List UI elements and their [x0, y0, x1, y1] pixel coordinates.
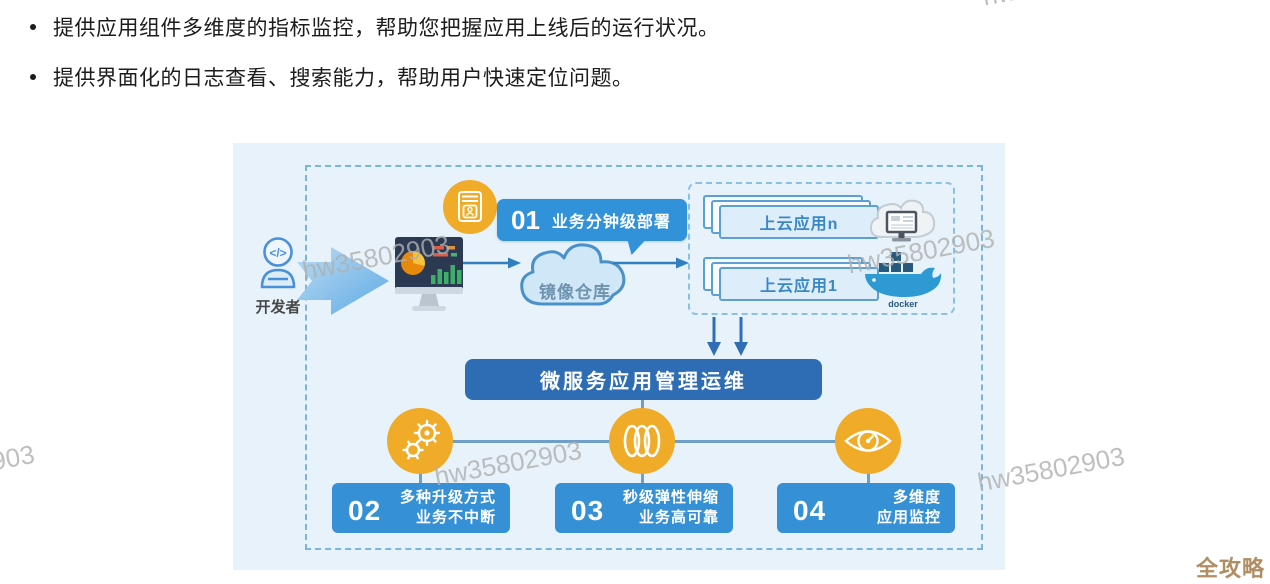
bullet-item: 提供界面化的日志查看、搜索能力，帮助用户快速定位问题。 — [30, 62, 1020, 92]
cloud-monitor-icon — [867, 196, 937, 257]
feature-box-upgrade: 02 多种升级方式 业务不中断 — [332, 483, 510, 533]
app-stack-1: 上云应用1 — [703, 257, 883, 305]
feature-line2: 应用监控 — [876, 509, 941, 526]
connector-line — [419, 472, 422, 485]
developer-figure: </> 开发者 — [243, 235, 313, 317]
eye-gauge-icon — [835, 408, 901, 474]
strategy-badge: 全攻略 — [1196, 556, 1266, 581]
feature-number: 04 — [793, 495, 827, 526]
connector-line — [867, 472, 870, 485]
bullet-dot — [30, 24, 36, 31]
big-right-arrow-icon — [297, 245, 393, 322]
step1-number: 01 — [511, 204, 540, 235]
connector-line — [641, 472, 644, 485]
app-stack-n: 上云应用n — [703, 195, 883, 243]
svg-text:</>: </> — [269, 246, 286, 260]
spring-icon — [609, 408, 675, 474]
feature-line2: 业务不中断 — [415, 509, 496, 526]
docker-icon: docker — [861, 251, 945, 314]
feature-line1: 秒级弹性伸缩 — [622, 489, 719, 506]
feature-box-scaling: 03 秒级弹性伸缩 业务高可靠 — [555, 483, 733, 533]
watermark: hw35802903 — [980, 0, 1132, 12]
docker-label: docker — [888, 299, 918, 309]
bullet-dot — [30, 74, 36, 81]
developer-icon: </> — [253, 237, 303, 293]
bullet-text: 提供应用组件多维度的指标监控，帮助您把握应用上线后的运行状况。 — [53, 17, 720, 40]
down-arrows-icon — [705, 317, 751, 362]
step1-label: 业务分钟级部署 — [551, 214, 671, 231]
cloud-apps-group: 上云应用n 上云应用1 — [688, 182, 955, 315]
diagram-dashed-frame — [305, 165, 983, 550]
developer-label: 开发者 — [255, 299, 301, 316]
watermark: hw35802903 — [0, 438, 37, 496]
feature-box-monitoring: 04 多维度 应用监控 — [777, 483, 955, 533]
gears-icon — [387, 408, 453, 474]
management-banner: 微服务应用管理运维 — [465, 359, 822, 400]
right-arrow-icon — [613, 256, 689, 274]
image-registry-cloud: 镜像仓库 — [515, 238, 635, 312]
feature-line2: 业务高可靠 — [638, 509, 719, 526]
step1-callout: 01 业务分钟级部署 — [497, 199, 687, 255]
registry-badge-icon — [443, 180, 497, 239]
registry-cloud-label: 镜像仓库 — [539, 283, 611, 302]
feature-line1: 多维度 — [892, 489, 941, 506]
feature-line1: 多种升级方式 — [399, 489, 496, 506]
cloud-icon — [520, 243, 626, 306]
app-card: 上云应用n — [719, 205, 879, 239]
connector-line — [641, 400, 644, 412]
dashboard-monitor-icon — [395, 237, 463, 320]
architecture-diagram: </> 开发者 — [233, 143, 1005, 570]
app-card: 上云应用1 — [719, 267, 879, 301]
bullet-text: 提供界面化的日志查看、搜索能力，帮助用户快速定位问题。 — [53, 67, 634, 90]
right-arrow-icon — [463, 256, 521, 274]
bullet-item: 提供应用组件多维度的指标监控，帮助您把握应用上线后的运行状况。 — [30, 12, 1020, 42]
feature-number: 02 — [348, 495, 382, 526]
feature-number: 03 — [571, 495, 605, 526]
